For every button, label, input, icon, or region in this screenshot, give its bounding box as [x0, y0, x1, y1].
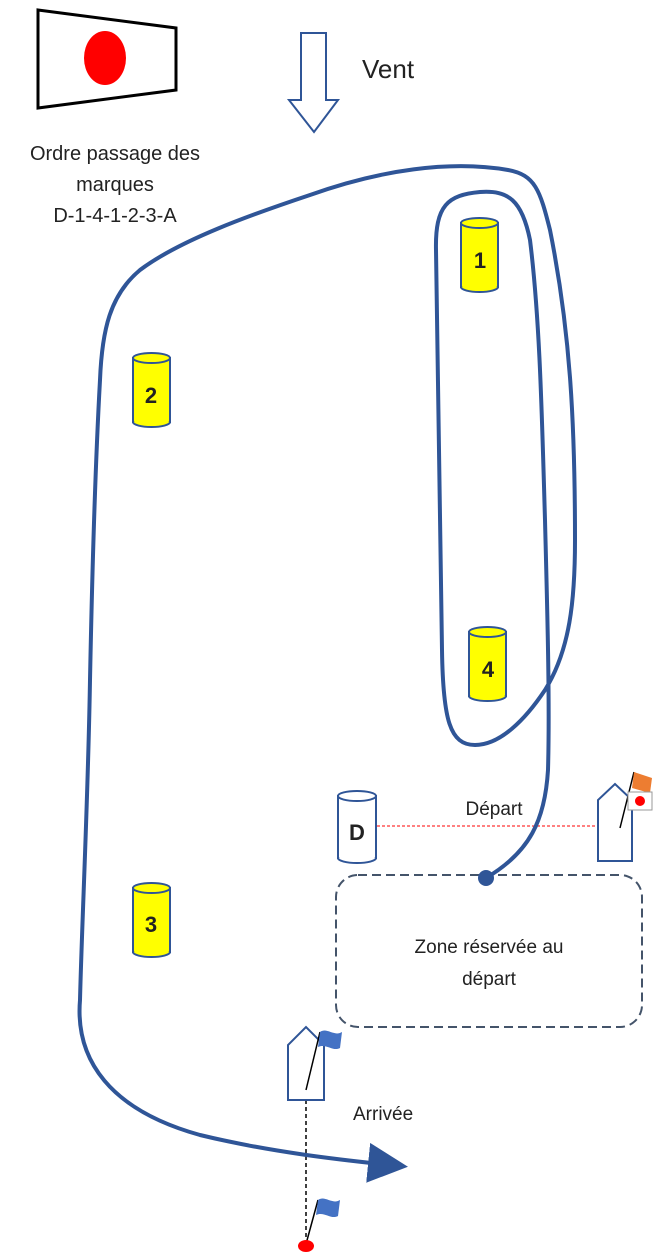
course-order-line-2: marques [76, 174, 154, 196]
finish-label: Arrivée [353, 1104, 413, 1125]
mark-3-buoy [132, 882, 171, 958]
start-zone-line-2: départ [462, 969, 517, 990]
start-label: Départ [465, 799, 523, 820]
committee-boat-start-icon [597, 771, 653, 862]
mark-3-label: 3 [145, 912, 157, 937]
finish-pin-flag-icon [298, 1198, 340, 1252]
mark-1-buoy [460, 217, 499, 293]
course-route [77, 164, 578, 1183]
wind-arrow-icon [286, 32, 340, 134]
mark-4-label: 4 [482, 657, 495, 682]
mark-2-buoy [132, 352, 171, 428]
course-order-sequence: D-1-4-1-2-3-A [53, 205, 177, 227]
mark-d-label: D [349, 820, 365, 845]
mark-1-label: 1 [474, 248, 486, 273]
wind-label: Vent [362, 54, 415, 84]
start-zone-line-1: Zone réservée au [415, 937, 564, 958]
course-order-line-1: Ordre passage des [30, 143, 200, 165]
mark-2-label: 2 [145, 383, 157, 408]
mark-4-buoy [468, 626, 507, 702]
committee-boat-finish-icon [287, 1025, 342, 1101]
mark-d-buoy [337, 790, 377, 864]
route-start-dot [478, 870, 494, 886]
signal-flag-icon [36, 8, 178, 110]
